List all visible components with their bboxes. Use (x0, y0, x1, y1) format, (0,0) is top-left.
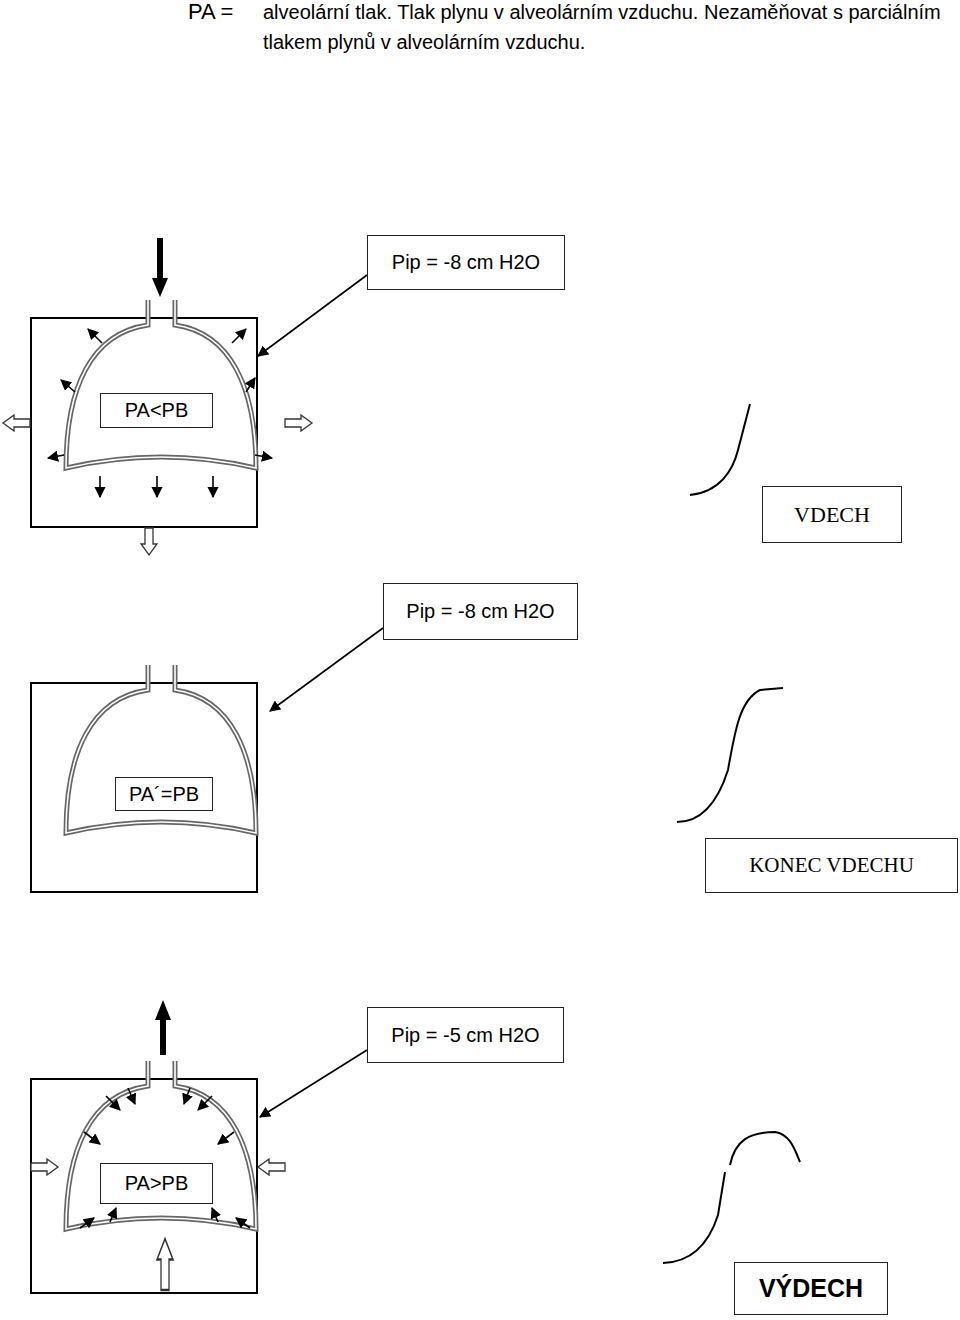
pressure-box: Pip = -8 cm H2O (367, 235, 565, 290)
box-text: PA´=PB (129, 783, 199, 806)
pressure-compare-box: PA´=PB (115, 777, 213, 811)
phase-box: KONEC VDECHU (705, 838, 958, 893)
pressure-box: Pip = -5 cm H2O (367, 1007, 564, 1063)
box-text: Pip = -5 cm H2O (391, 1024, 539, 1047)
box-text: KONEC VDECHU (749, 853, 914, 878)
box-text: PA>PB (125, 1172, 189, 1195)
box-text: VDECH (794, 502, 870, 528)
pressure-compare-box: PA>PB (100, 1163, 213, 1204)
pressure-compare-box: PA<PB (100, 393, 213, 428)
chest-expiration (31, 1000, 800, 1293)
pressure-box: Pip = -8 cm H2O (383, 583, 578, 640)
definition-note: alveolární tlak. Tlak plynu v alveolární… (263, 0, 953, 57)
box-text: VÝDECH (759, 1274, 863, 1303)
box-text: Pip = -8 cm H2O (392, 251, 540, 274)
pa-symbol: PA = (188, 0, 233, 27)
phase-box: VDECH (762, 486, 902, 543)
box-text: Pip = -8 cm H2O (406, 600, 554, 623)
phase-box: VÝDECH (734, 1262, 888, 1315)
chest-end-inspiration (31, 628, 783, 892)
box-text: PA<PB (125, 399, 189, 422)
